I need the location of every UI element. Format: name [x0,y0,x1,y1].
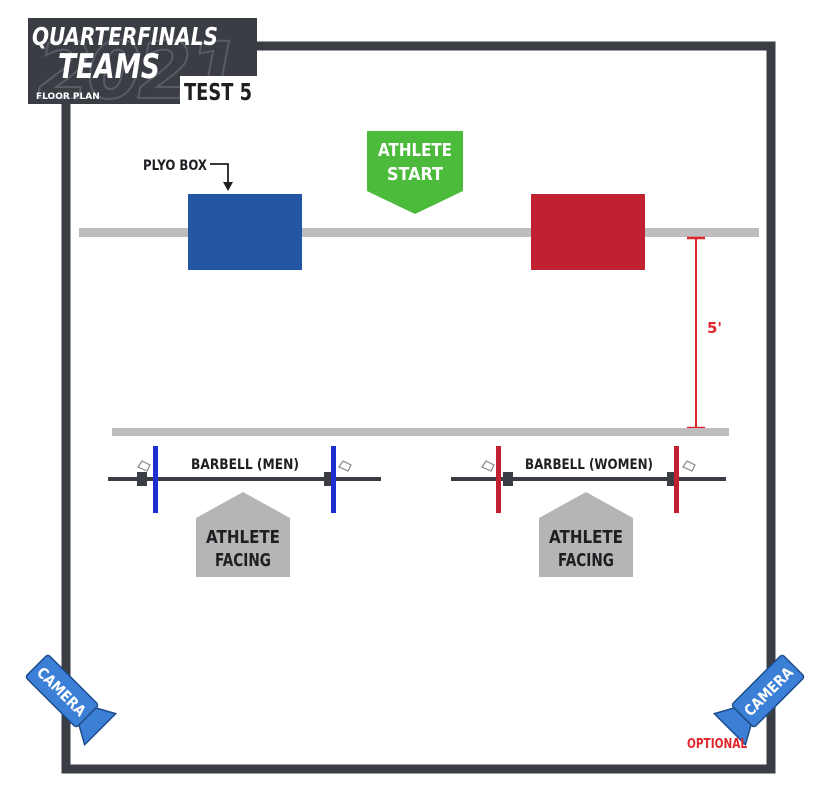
plyo-box-red [531,194,645,270]
barbell-men-plate-left [153,446,158,513]
barbell-men-label: BARBELL (MEN) [191,457,299,473]
athlete-start-label-2: START [387,164,444,185]
athlete-facing-marker-men: ATHLETE FACING [196,492,290,577]
header-title-line2: TEAMS [58,47,160,87]
distance-measure: 5' [687,236,722,430]
athlete-start-marker: ATHLETE START [367,131,463,214]
barbell-women-plate-left [496,446,501,513]
header-subtitle: FLOOR PLAN [36,92,100,102]
barbell-women-plate-right [674,446,679,513]
plyo-box-blue [188,194,302,270]
barbell-women: BARBELL (WOMEN) [451,446,726,513]
athlete-facing-men-label-2: FACING [215,550,271,571]
athlete-facing-men-label-1: ATHLETE [206,527,280,548]
barbell-women-label: BARBELL (WOMEN) [525,457,653,473]
distance-label: 5' [707,319,722,337]
test-badge [180,76,257,104]
header-title-line1: QUARTERFINALS [32,22,218,51]
barbell-men: BARBELL (MEN) [108,446,381,513]
barbell-men-collar-right-icon [338,460,352,472]
plyo-box-arrowhead [223,182,233,191]
barbell-women-collar-right-icon [682,460,696,472]
header-block: 2021 QUARTERFINALS TEAMS FLOOR PLAN TEST… [28,18,257,118]
athlete-facing-women-label-1: ATHLETE [549,527,623,548]
barbell-men-collar-left-icon [137,460,151,472]
plyo-box-arrow [210,163,229,184]
barbell-women-collar-left-icon [481,460,495,472]
athlete-start-label-1: ATHLETE [378,140,452,161]
athlete-facing-marker-women: ATHLETE FACING [539,492,633,577]
plyo-box-label: PLYO BOX [143,158,207,174]
lane-line-bottom [112,428,729,436]
lane-line-top [79,228,759,237]
optional-label: OPTIONAL [687,737,747,752]
athlete-facing-women-label-2: FACING [558,550,614,571]
floor-boundary [61,41,776,774]
barbell-men-plate-right [331,446,336,513]
test-badge-label: TEST 5 [184,80,252,106]
camera-right: CAMERA [712,654,805,747]
